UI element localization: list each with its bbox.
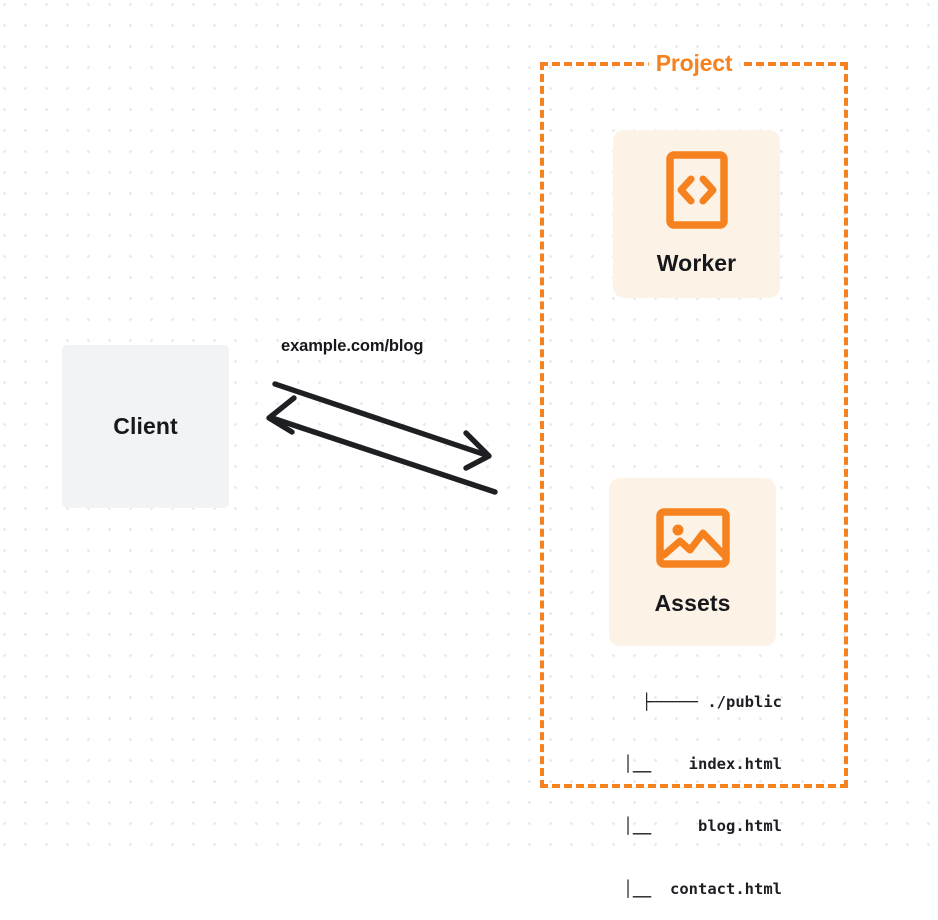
file-tree-row: │__ index.html xyxy=(623,754,782,773)
client-label: Client xyxy=(113,413,178,439)
worker-node[interactable]: Worker xyxy=(613,130,780,298)
worker-label: Worker xyxy=(656,250,737,276)
assets-label: Assets xyxy=(654,590,731,616)
file-tree-row: │__ blog.html xyxy=(623,817,782,836)
assets-node[interactable]: Assets xyxy=(609,478,776,646)
project-title: Project xyxy=(648,50,740,77)
code-brackets-icon xyxy=(665,151,728,234)
project-container: Project xyxy=(540,50,848,788)
client-node: Client xyxy=(62,345,229,508)
request-url-label: example.com/blog xyxy=(281,337,424,355)
file-tree-row: ├───── ./public xyxy=(642,692,782,711)
file-tree-row: │__ contact.html xyxy=(623,879,782,898)
asset-file-tree: ├───── ./public │__ index.html │__ blog.… xyxy=(560,650,782,920)
image-icon xyxy=(655,507,730,574)
